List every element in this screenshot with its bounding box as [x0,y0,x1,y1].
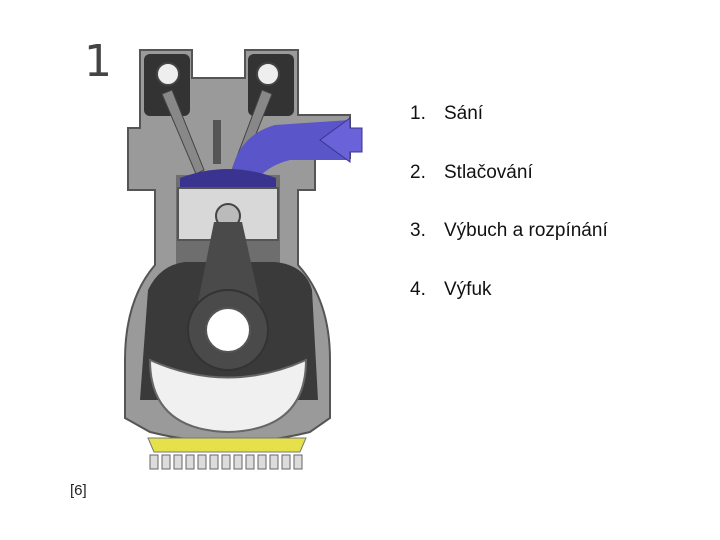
step-number: 4. [410,279,444,301]
step-number: 1. [410,103,444,125]
step-power: 3.Výbuch a rozpínání [410,220,608,279]
cam-right [257,63,279,85]
step-intake: 1.Sání [410,103,608,162]
cam-left [157,63,179,85]
crank-journal [206,308,250,352]
stroke-steps-list: 1.Sání 2.Stlačování 3.Výbuch a rozpínání… [410,103,608,337]
sump-fins [150,455,302,469]
step-label: Sání [444,103,483,124]
step-label: Výfuk [444,279,492,300]
stroke-number: 1 [84,40,112,84]
step-number: 3. [410,220,444,242]
spark-plug [213,120,221,164]
step-number: 2. [410,162,444,184]
step-exhaust: 4.Výfuk [410,279,608,338]
oil-sump [148,438,306,452]
step-compression: 2.Stlačování [410,162,608,221]
step-label: Stlačování [444,162,533,183]
step-label: Výbuch a rozpínání [444,220,608,241]
citation: [6] [70,482,87,499]
